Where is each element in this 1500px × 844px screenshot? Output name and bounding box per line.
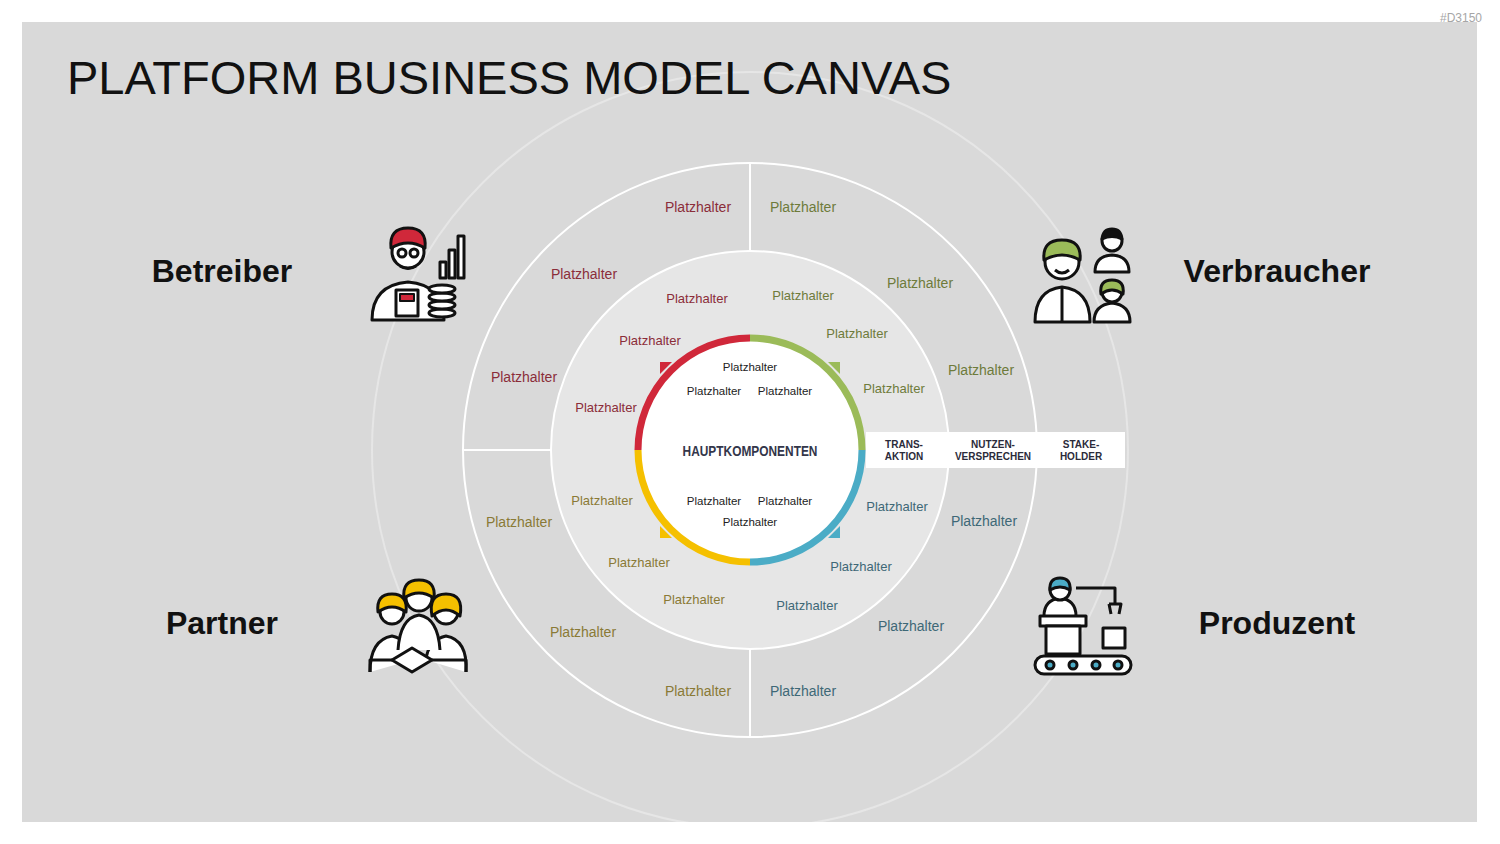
ring-caption: STAKE- HOLDER [1056,439,1106,463]
placeholder-text: Platzhalter [830,560,891,575]
core-heading: HAUPTKOMPONENTEN [683,443,818,459]
faint-outer-ring [372,72,1128,828]
ring-legend-band: TRANS- AKTION NUTZEN- VERSPRECHEN STAKE- H… [866,432,1125,468]
consumer-icon-part [1101,280,1124,294]
operator-icon-part [410,249,418,257]
partner-icon [370,580,466,672]
corner-marker [828,362,840,374]
placeholder-text: Platzhalter [770,683,836,699]
operator-icon-part [400,266,416,269]
placeholder-text: Platzhalter [866,500,927,515]
operator-icon-part [391,228,425,248]
quadrant-arc [750,450,862,562]
producer-icon-part [1046,661,1054,669]
operator-icon-part [396,290,418,316]
partner-icon-part [431,594,460,616]
stakeholder-label: Produzent [1199,605,1355,642]
placeholder-text: Platzhalter [948,362,1014,378]
quadrant-arc [638,450,750,562]
producer-icon-part [1076,588,1115,604]
document-id: #D3150 [1440,12,1482,26]
corner-marker [828,526,840,538]
consumer-icon-part [1061,288,1064,322]
panel-background [22,22,1477,822]
placeholder-text: Platzhalter [550,624,616,640]
corner-marker [660,362,672,374]
operator-icon-part [398,249,406,257]
ring-caption: NUTZEN- VERSPRECHEN [950,439,1036,463]
placeholder-text: Platzhalter [619,334,680,349]
placeholder-text: Platzhalter [887,275,953,291]
placeholder-text: Platzhalter [575,401,636,416]
partner-icon-part [370,660,466,672]
placeholder-text: Platzhalter [951,513,1017,529]
placeholder-text: Platzhalter [776,599,837,614]
consumer-icon-part [1055,270,1069,273]
placeholder-text: Platzhalter [758,495,812,508]
placeholder-text: Platzhalter [666,292,727,307]
placeholder-text: Platzhalter [665,683,731,699]
page-title: PLATFORM BUSINESS MODEL CANVAS [67,54,951,101]
producer-icon-part [1109,604,1121,614]
placeholder-text: Platzhalter [770,199,836,215]
consumer-icon-part [1095,255,1129,272]
partner-icon-part [378,594,406,612]
placeholder-text: Platzhalter [486,514,552,530]
operator-icon [372,228,464,320]
operator-icon-part [429,285,455,293]
consumer-icon-part [1102,229,1122,239]
ring-outline [551,251,949,649]
quadrant-arc [638,338,750,450]
placeholder-text: Platzhalter [551,266,617,282]
operator-icon-part [440,262,446,278]
partner-icon-part [398,615,440,650]
producer-icon [1035,578,1131,674]
consumer-icon [1035,229,1130,322]
producer-icon-part [1050,578,1070,590]
partner-icon-part [404,580,434,598]
placeholder-text: Platzhalter [826,327,887,342]
stakeholder-label: Betreiber [152,253,293,290]
producer-icon-part [1103,628,1125,648]
operator-icon-part [400,294,414,301]
core-circle: HAUPTKOMPONENTENPlatzhalterPlatzhalterPl… [635,335,865,565]
placeholder-text: Platzhalter [687,385,741,398]
placeholder-text: Platzhalter [863,382,924,397]
consumer-icon-part [1044,240,1080,260]
producer-icon-part [1046,626,1080,654]
consumer-icon-part [1094,303,1130,322]
placeholder-text: Platzhalter [491,369,557,385]
placeholder-text: Platzhalter [772,289,833,304]
placeholder-text: Platzhalter [687,495,741,508]
stakeholder-label: Partner [166,605,278,642]
placeholder-text: Platzhalter [878,618,944,634]
placeholder-text: Platzhalter [723,516,777,529]
corner-marker [660,526,672,538]
operator-icon-part [458,236,464,278]
quadrant-arc [750,338,862,450]
placeholder-text: Platzhalter [571,494,632,509]
placeholder-text: Platzhalter [665,199,731,215]
partner-icon-part [392,648,432,672]
placeholder-text: Platzhalter [663,593,724,608]
placeholder-text: Platzhalter [758,385,812,398]
producer-icon-part [1092,661,1100,669]
operator-icon-part [449,250,455,278]
producer-icon-part [1069,661,1077,669]
placeholder-text: Platzhalter [723,361,777,374]
panel-margin [0,822,1500,844]
ring-caption: TRANS- AKTION [879,439,929,463]
core-fill [636,336,864,564]
consumer-icon-part [1035,287,1090,322]
placeholder-text: Platzhalter [608,556,669,571]
stakeholder-label: Verbraucher [1184,253,1371,290]
producer-icon-part [1114,661,1122,669]
producer-icon-part [1035,656,1131,674]
